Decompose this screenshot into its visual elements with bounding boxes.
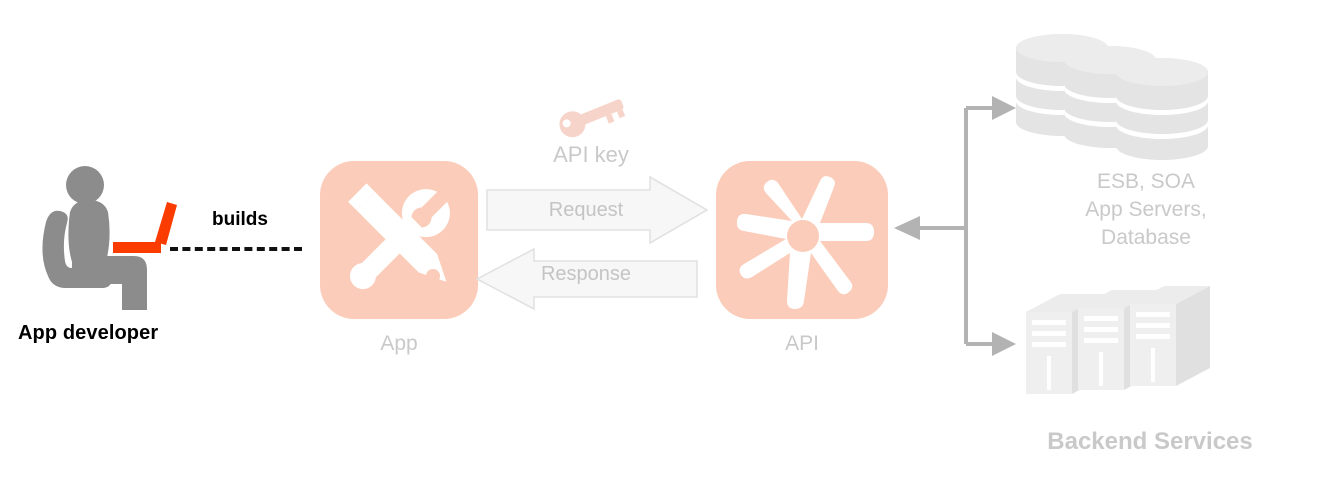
backend-description-line-1: ESB, SOA xyxy=(1096,170,1196,193)
arrowhead-to-servers xyxy=(992,332,1016,356)
api-node-caption: API xyxy=(785,332,819,355)
builds-label: builds xyxy=(212,209,268,230)
app-node[interactable] xyxy=(320,161,478,319)
wrench-and-pencil-icon xyxy=(348,183,450,290)
backend-description-line-2: App Servers, xyxy=(1085,198,1207,221)
response-arrow xyxy=(475,247,698,311)
arrowhead-to-database xyxy=(992,96,1016,120)
api-key-label: API key xyxy=(553,142,629,167)
backend-services-title: Backend Services xyxy=(1047,428,1253,455)
builds-dashed-line xyxy=(170,247,302,251)
app-developer-icon xyxy=(28,160,198,340)
response-label: Response xyxy=(540,263,632,285)
request-arrow xyxy=(486,175,709,245)
api-node[interactable] xyxy=(716,161,888,319)
backend-description-line-3: Database xyxy=(1101,226,1191,249)
backend-connectors xyxy=(888,88,1018,360)
api-hub-star-icon xyxy=(736,176,874,309)
key-icon xyxy=(556,98,628,138)
backend-description: ESB, SOA App Servers, Database xyxy=(1020,168,1272,252)
request-label: Request xyxy=(548,199,624,221)
app-developer-label: App developer xyxy=(18,322,159,344)
arrowhead-to-api xyxy=(894,216,920,240)
database-stack-icon xyxy=(1016,34,1264,162)
app-node-caption: App xyxy=(380,332,418,355)
server-rack-icon xyxy=(1026,282,1258,398)
